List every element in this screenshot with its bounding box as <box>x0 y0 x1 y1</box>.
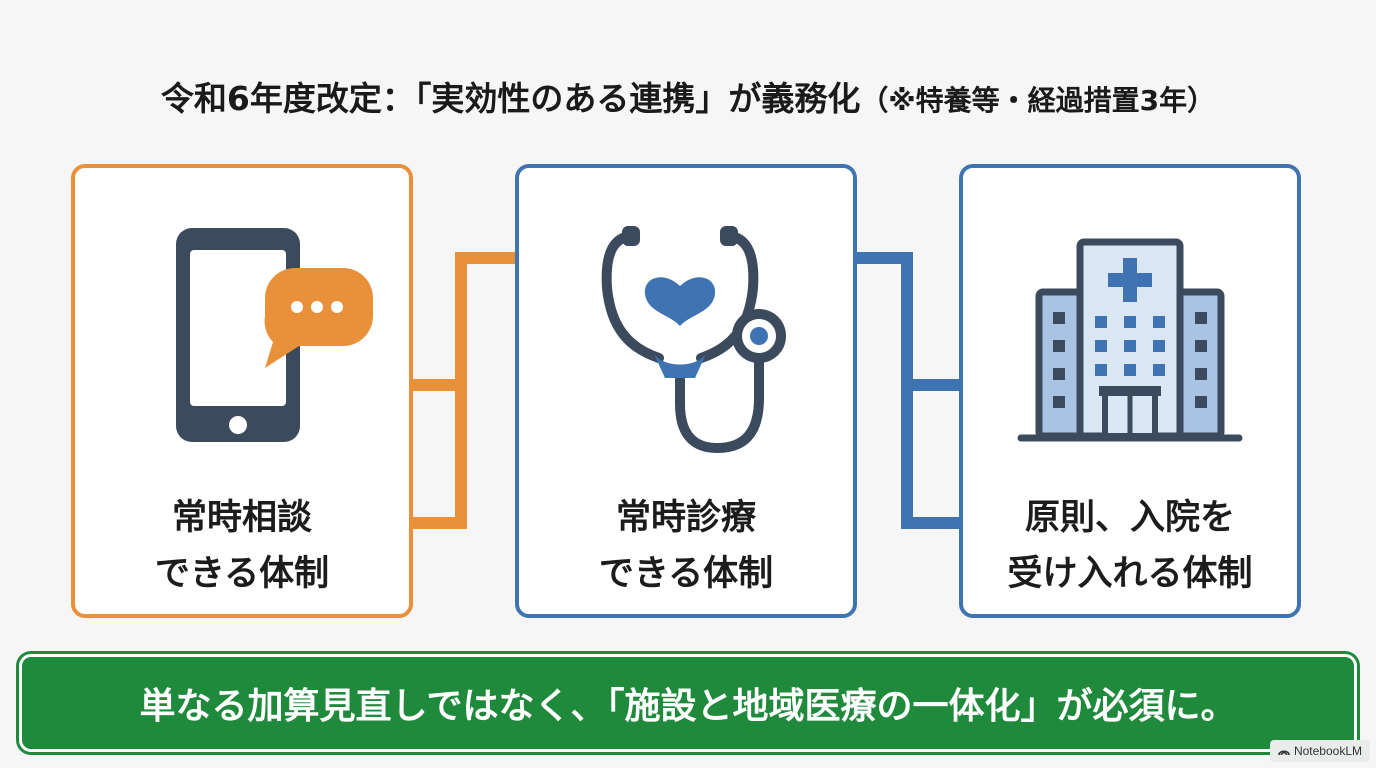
connector-orange-upper <box>413 252 515 391</box>
brand-badge: NotebookLM <box>1269 740 1370 762</box>
hospital-building-icon <box>1017 238 1243 442</box>
card-label-line2: できる体制 <box>598 554 774 594</box>
connector-blue-lower <box>901 385 959 529</box>
smartphone-chat-icon <box>176 228 373 442</box>
connector-blue-upper <box>857 252 959 391</box>
card-medical-care: 常時診療 できる体制 <box>515 164 857 618</box>
title-note: （※特養等・経過措置3年） <box>860 84 1216 117</box>
card-label: 常時相談 できる体制 <box>75 490 409 602</box>
card-label: 常時診療 できる体制 <box>519 490 853 602</box>
title-main: 令和6年度改定：「実効性のある連携」が義務化 <box>160 79 861 118</box>
card-consultation: 常時相談 できる体制 <box>71 164 413 618</box>
connector-orange <box>413 252 515 529</box>
connector-blue <box>857 252 959 529</box>
notebooklm-logo-icon <box>1278 750 1290 756</box>
banner-text: 単なる加算見直しではなく、「施設と地域医療の一体化」が必須に。 <box>139 686 1237 727</box>
card-label-line2: できる体制 <box>154 554 330 594</box>
card-label-line2: 受け入れる体制 <box>1007 554 1253 594</box>
card-label-line1: 常時相談 <box>171 498 312 538</box>
connector-orange-lower <box>413 385 467 529</box>
page-title: 令和6年度改定：「実効性のある連携」が義務化（※特養等・経過措置3年） <box>0 72 1376 120</box>
card-label: 原則、入院を 受け入れる体制 <box>963 490 1297 602</box>
card-admission: 原則、入院を 受け入れる体制 <box>959 164 1301 618</box>
conclusion-banner: 単なる加算見直しではなく、「施設と地域医療の一体化」が必須に。 <box>19 654 1357 752</box>
card-label-line1: 原則、入院を <box>1024 498 1235 538</box>
card-label-line1: 常時診療 <box>615 498 756 538</box>
brand-label: NotebookLM <box>1293 744 1362 758</box>
stethoscope-heart-icon <box>601 226 786 454</box>
